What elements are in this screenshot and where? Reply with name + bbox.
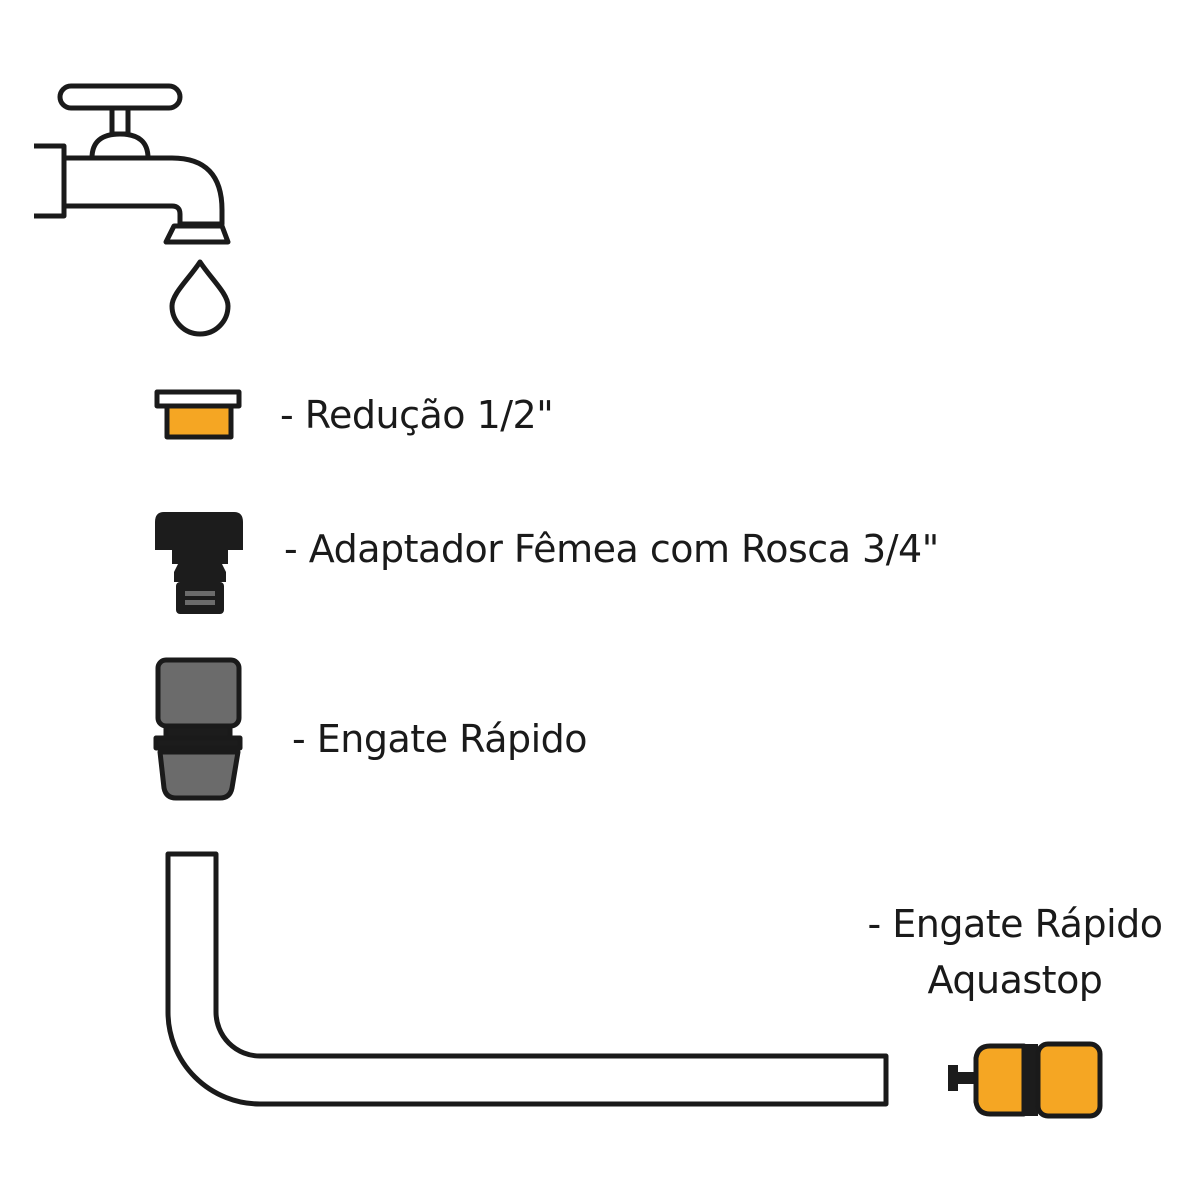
aquastop-label-line1: - Engate Rápido (867, 902, 1163, 946)
water-drop-icon (169, 259, 231, 337)
faucet-icon (34, 83, 231, 245)
quick-connector-label: - Engate Rápido (292, 717, 588, 761)
reducer-icon (154, 389, 242, 440)
hose-icon (165, 851, 889, 1107)
female-adapter-label: - Adaptador Fêmea com Rosca 3/4" (284, 527, 939, 571)
reducer-label: - Redução 1/2" (280, 393, 554, 437)
aquastop-label: - Engate Rápido Aquastop (850, 896, 1180, 1008)
aquastop-connector-icon (948, 1041, 1103, 1119)
female-adapter-icon (155, 512, 243, 614)
quick-connector-icon (153, 657, 243, 801)
aquastop-label-line2: Aquastop (927, 958, 1103, 1002)
